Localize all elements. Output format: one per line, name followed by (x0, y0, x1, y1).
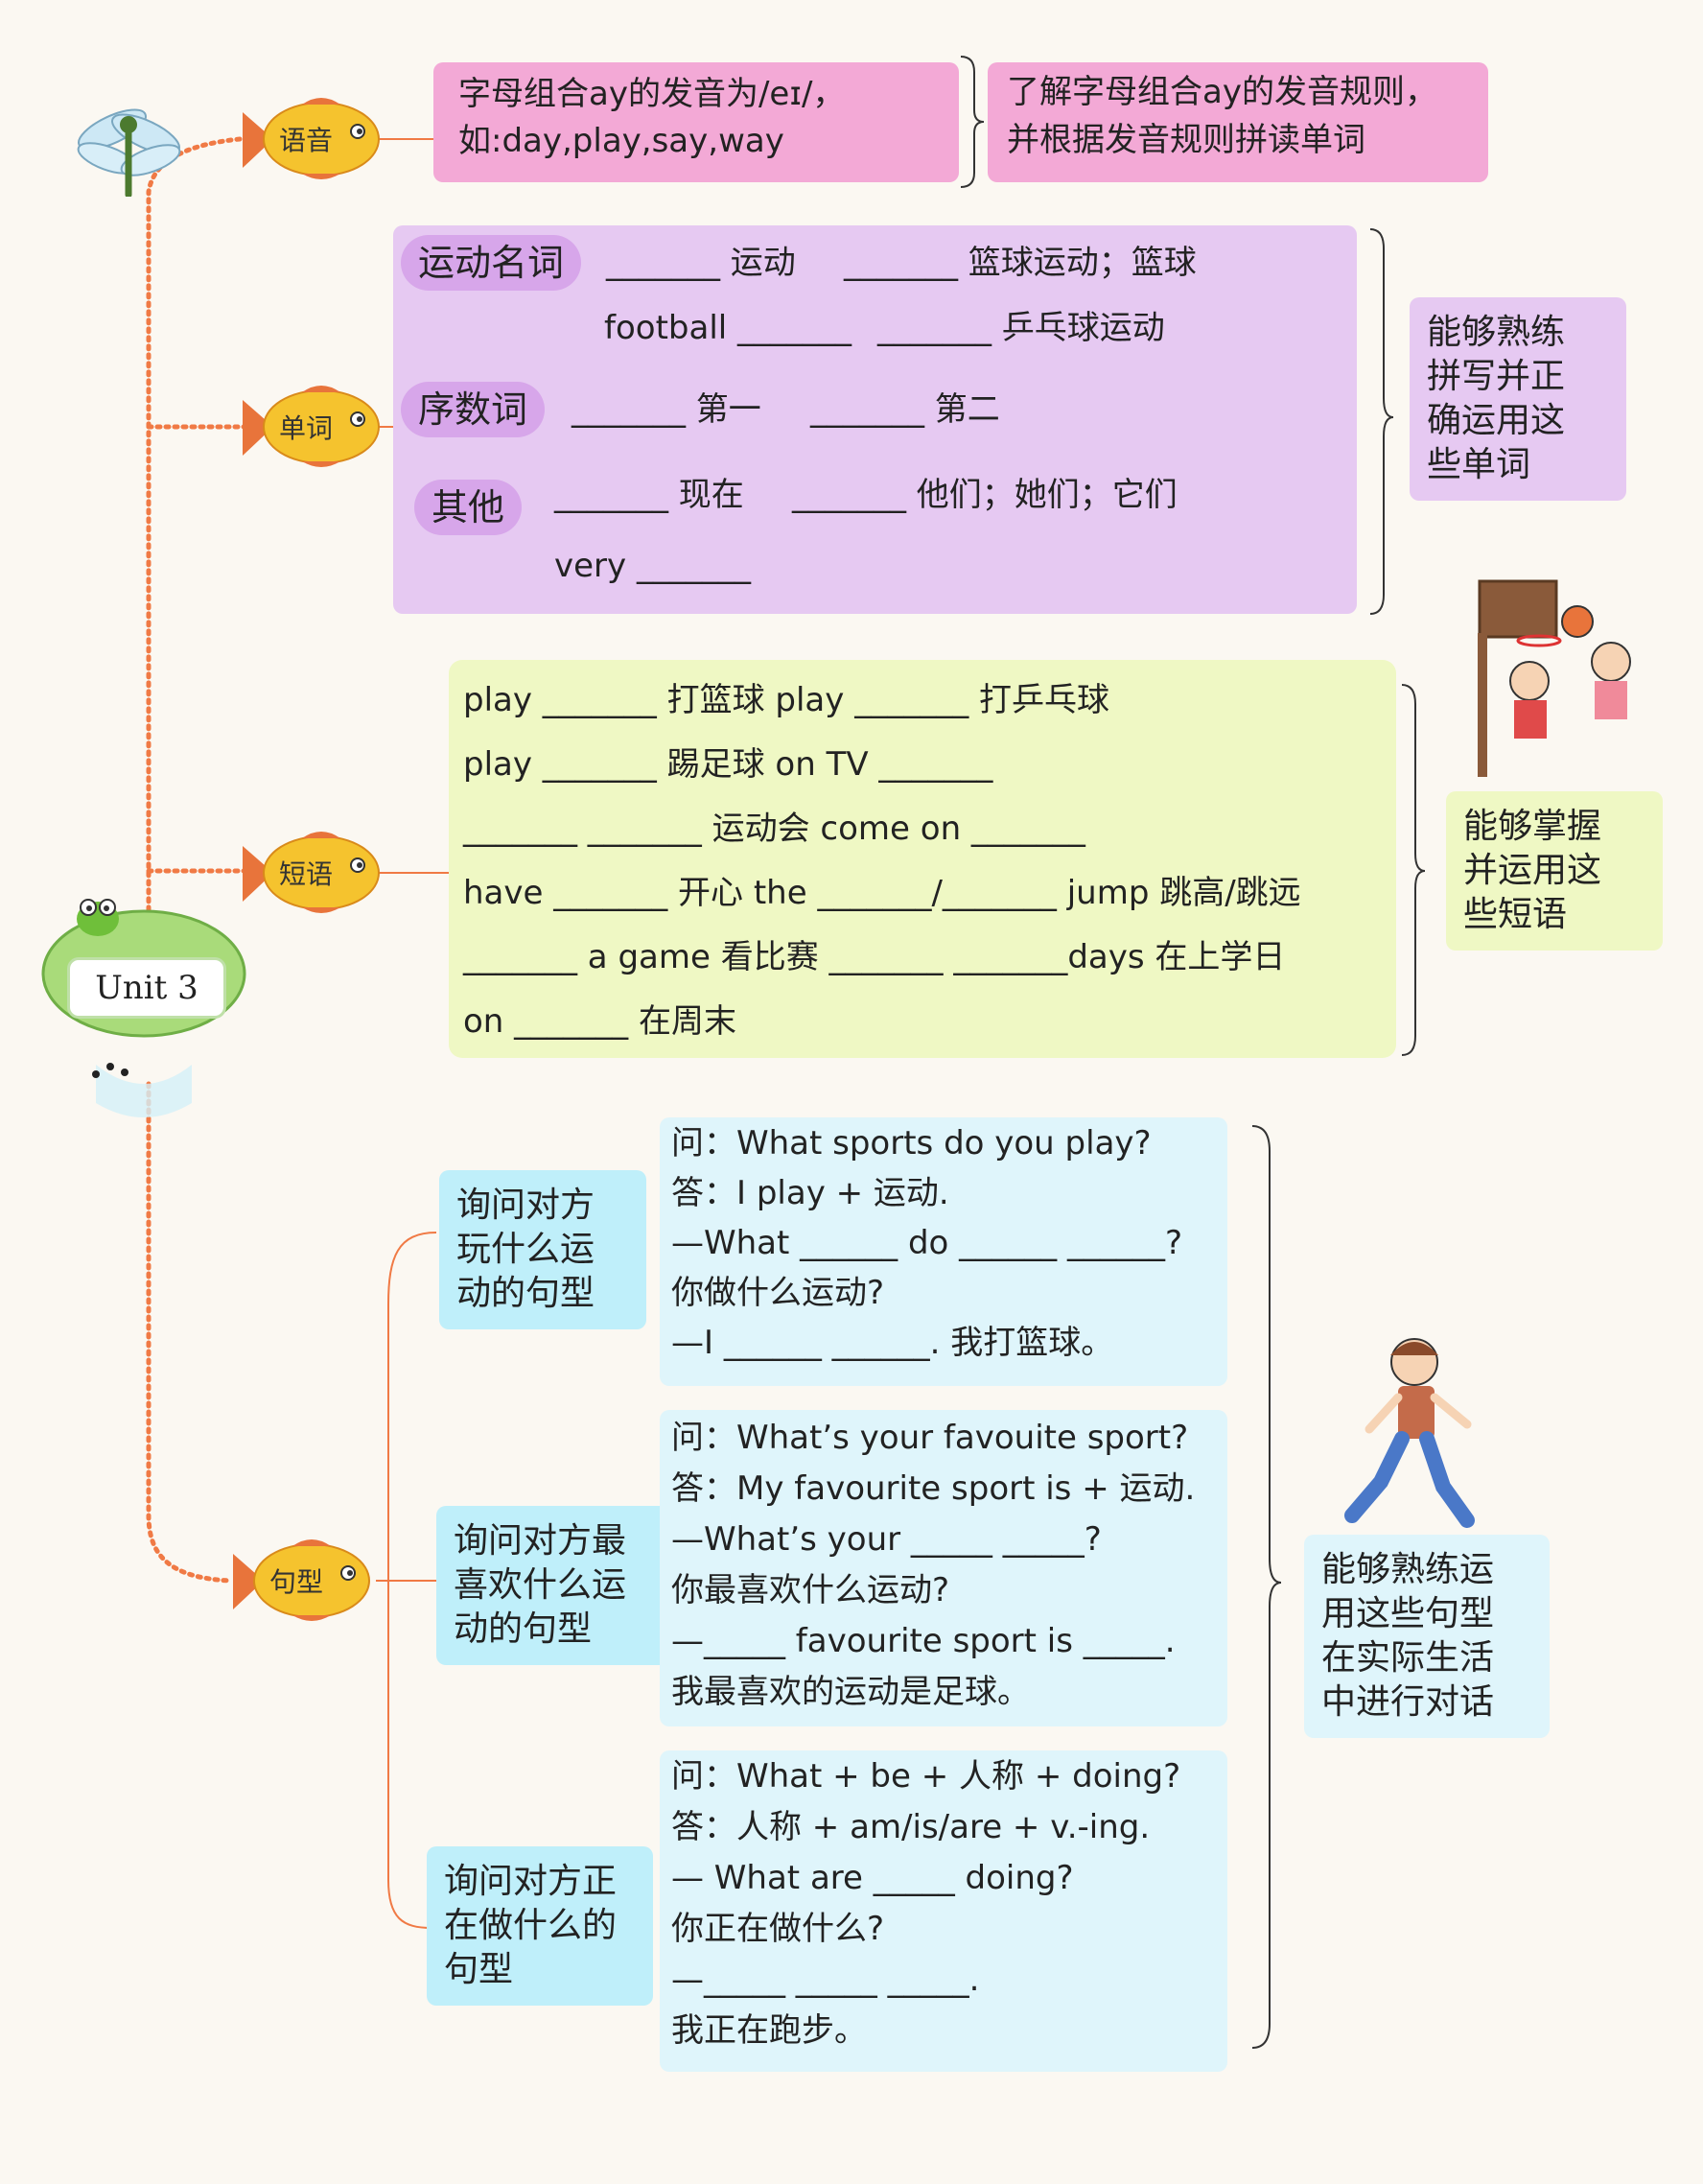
pattern-3-title-line-2: 在做什么的 (444, 1904, 636, 1948)
pattern-2-title: 询问对方最 喜欢什么运 动的句型 (436, 1506, 672, 1665)
dragonfly-icon (59, 91, 194, 197)
sentences-goal-line-3: 在实际生活 (1321, 1636, 1532, 1680)
words-ordinal-label: 序数词 (401, 382, 545, 437)
phrase-line-6: on _______ 在周末 (463, 1000, 736, 1043)
phrases-goal-line-2: 并运用这 (1463, 849, 1645, 893)
pattern-1-title-line-3: 动的句型 (456, 1272, 629, 1316)
sentences-goal-box: 能够熟练运 用这些句型 在实际生活 中进行对话 (1304, 1535, 1550, 1738)
running-girl-icon (1323, 1328, 1496, 1535)
brace-icon (1398, 681, 1427, 1060)
fish-node-phonics: 语音 (235, 91, 388, 187)
phonics-goal-line-2: 并根据发音规则拼读单词 (1007, 119, 1365, 161)
basketball-kids-icon (1472, 575, 1654, 782)
pattern-3-title-line-1: 询问对方正 (444, 1860, 636, 1904)
pattern-1-line-2: 答：I play + 运动. (671, 1172, 949, 1214)
words-sport-2b: _______ 乒乓球运动 (877, 307, 1165, 349)
fish-node-sentences: 句型 (225, 1533, 379, 1629)
sentences-goal-line-2: 用这些句型 (1321, 1592, 1532, 1636)
pattern-2-line-1: 问：What’s your favouite sport? (671, 1417, 1188, 1459)
pattern-1-line-1: 问：What sports do you play? (671, 1122, 1152, 1164)
sentences-goal-line-4: 中进行对话 (1321, 1680, 1532, 1725)
pattern-1-title-line-1: 询问对方 (456, 1184, 629, 1228)
pattern-2-title-line-1: 询问对方最 (454, 1519, 655, 1563)
words-other-label: 其他 (414, 480, 522, 535)
pattern-2-line-3: —What’s your _____ _____? (671, 1518, 1102, 1561)
words-sport-label: 运动名词 (401, 235, 581, 291)
words-other-1b: _______ 他们；她们；它们 (792, 474, 1178, 516)
pattern-1-title-line-2: 玩什么运 (456, 1228, 629, 1272)
fish-node-words: 单词 (235, 379, 388, 475)
words-sport-1a: _______ 运动 (606, 242, 796, 284)
words-goal-line-3: 确运用这 (1427, 399, 1609, 443)
pattern-3-line-3: — What are _____ doing? (671, 1857, 1074, 1899)
fish-label-sentences: 句型 (269, 1562, 323, 1600)
fish-label-phrases: 短语 (279, 854, 333, 892)
brace-icon (1247, 1122, 1285, 2053)
frog-icon (77, 900, 119, 936)
pattern-3-line-4: 你正在做什么? (671, 1908, 884, 1950)
pattern-2-line-4: 你最喜欢什么运动? (671, 1569, 949, 1611)
words-sport-1b: _______ 篮球运动；篮球 (844, 242, 1197, 284)
pattern-2-line-5: —_____ favourite sport is _____. (671, 1620, 1176, 1662)
fish-label-phonics: 语音 (279, 120, 333, 158)
phrases-goal-line-1: 能够掌握 (1463, 805, 1645, 849)
pattern-1-line-3: —What ______ do ______ ______? (671, 1222, 1182, 1264)
phrase-line-5: _______ a game 看比赛 _______ _______days 在… (463, 936, 1285, 978)
pattern-3-title: 询问对方正 在做什么的 句型 (427, 1846, 653, 2006)
pattern-3-line-6: 我正在跑步。 (671, 2009, 867, 2052)
phonics-goal-line-1: 了解字母组合ay的发音规则， (1007, 71, 1437, 113)
fish-label-words: 单词 (279, 408, 333, 446)
phrase-line-4: have _______ 开心 the _______/_______ jump… (463, 872, 1301, 914)
phrase-line-2: play _______ 踢足球 on TV _______ (463, 743, 992, 786)
phonics-line-2: 如:day,play,say,way (458, 120, 784, 162)
words-goal-box: 能够熟练 拼写并正 确运用这 些单词 (1410, 297, 1626, 501)
phonics-line-1: 字母组合ay的发音为/eɪ/， (458, 73, 845, 115)
pattern-2-title-line-3: 动的句型 (454, 1608, 655, 1652)
pattern-1-line-4: 你做什么运动? (671, 1272, 884, 1314)
brace-icon (1366, 225, 1395, 619)
pattern-2-line-6: 我最喜欢的运动是足球。 (671, 1671, 1030, 1713)
sentences-goal-line-1: 能够熟练运 (1321, 1548, 1532, 1592)
words-goal-line-1: 能够熟练 (1427, 311, 1609, 355)
pattern-2-title-line-2: 喜欢什么运 (454, 1563, 655, 1608)
pattern-3-title-line-3: 句型 (444, 1948, 636, 1992)
fish-node-phrases: 短语 (235, 825, 388, 921)
pattern-3-line-5: —_____ _____ _____. (671, 1959, 979, 2001)
brace-icon (957, 53, 986, 192)
words-ordinal-b: _______ 第二 (810, 388, 1000, 431)
phrases-goal-box: 能够掌握 并运用这 些短语 (1446, 791, 1663, 951)
words-sport-2a: football _______ (604, 307, 852, 349)
pattern-1-line-5: —I ______ ______. 我打篮球。 (671, 1322, 1113, 1364)
words-other-2: very _______ (554, 545, 751, 587)
pattern-2-line-2: 答：My favourite sport is + 运动. (671, 1468, 1195, 1510)
pattern-3-line-1: 问：What + be + 人称 + doing? (671, 1755, 1180, 1797)
words-other-1a: _______ 现在 (554, 474, 744, 516)
pattern-1-title: 询问对方 玩什么运 动的句型 (439, 1170, 646, 1329)
unit-title: Unit 3 (67, 957, 226, 1019)
words-goal-line-4: 些单词 (1427, 443, 1609, 487)
pattern-3-line-2: 答：人称 + am/is/are + v.-ing. (671, 1806, 1150, 1848)
phrase-line-3: _______ _______ 运动会 come on _______ (463, 808, 1085, 850)
words-goal-line-2: 拼写并正 (1427, 355, 1609, 399)
phrase-line-1: play _______ 打篮球 play _______ 打乒乓球 (463, 679, 1109, 721)
words-ordinal-a: _______ 第一 (572, 388, 761, 431)
phrases-goal-line-3: 些短语 (1463, 893, 1645, 937)
